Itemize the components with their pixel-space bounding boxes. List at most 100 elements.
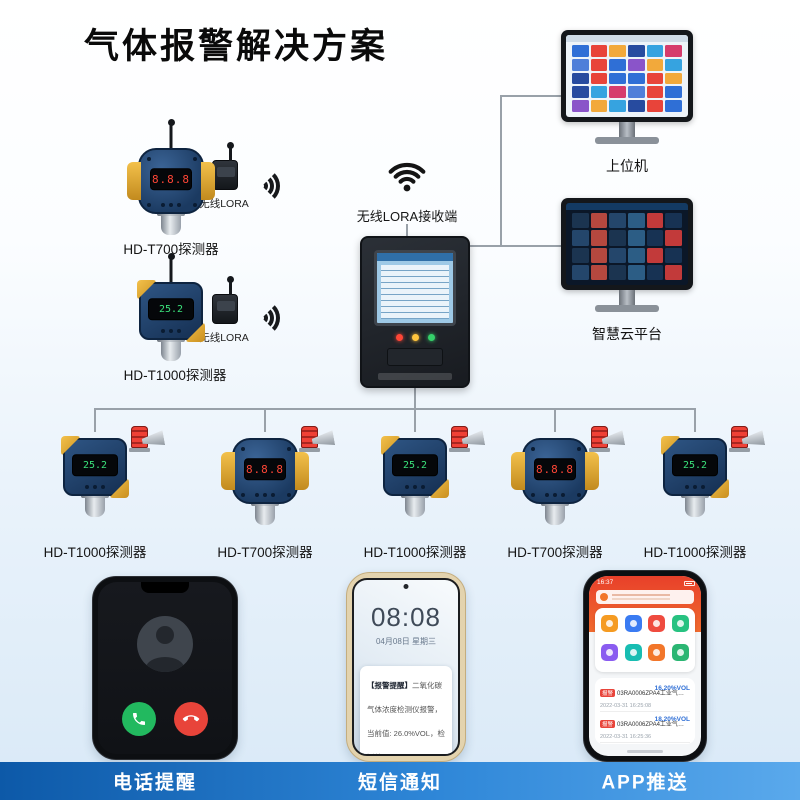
gas-sensor-head bbox=[401, 492, 429, 517]
app-shortcut-card bbox=[595, 608, 695, 672]
alarm-record-list: 报警03RA0006ZPA4工业气体探测器报警16.20%VOL 2022-03… bbox=[595, 678, 695, 744]
controller-status-leds bbox=[362, 334, 468, 341]
lora-module bbox=[212, 142, 238, 190]
alarm-beacon-icon bbox=[299, 426, 320, 452]
footer-item-app: APP推送 bbox=[601, 772, 689, 794]
sms-body: 二氧化碳气体浓度检测仪报警，当前值: 26.0%VOL，检测值: bbox=[367, 681, 445, 754]
home-indicator bbox=[627, 750, 663, 753]
connector-line bbox=[500, 95, 502, 247]
alarm-record: 报警03RA0006ZPA4工业气体探测器报警15.60%VOL 2022-03… bbox=[600, 743, 690, 744]
lora-label: 无线LORA bbox=[199, 198, 249, 210]
controller-brand-strip bbox=[378, 373, 452, 380]
gas-sensor-head bbox=[157, 336, 185, 361]
status-time: 16:37 bbox=[597, 579, 614, 586]
detector-display: 8.8.8 bbox=[150, 168, 192, 191]
sms-title: 【报警提醒】 bbox=[367, 681, 412, 690]
gas-sensor-head bbox=[541, 500, 569, 525]
answer-call-button bbox=[122, 702, 156, 736]
detector-label: HD-T1000探测器 bbox=[43, 545, 147, 560]
connector-line bbox=[264, 408, 266, 432]
sms-notification-card: 【报警提醒】二氧化碳气体浓度检测仪报警，当前值: 26.0%VOL，检测值: 2… bbox=[360, 666, 452, 754]
alarm-tag: 报警 bbox=[600, 719, 616, 728]
connector-line bbox=[554, 408, 556, 432]
cloud-screen-tiles bbox=[572, 213, 682, 280]
gas-sensor-head bbox=[157, 210, 185, 235]
connector-line bbox=[470, 245, 561, 247]
detector-label: HD-T700探测器 bbox=[217, 545, 313, 560]
detector-row-3: 25.2 bbox=[360, 426, 470, 517]
alarm-record: 报警03RA0006ZPA4工业气体探测器报警16.20%VOL 2022-03… bbox=[600, 681, 690, 712]
led-yellow bbox=[411, 334, 419, 341]
lockscreen-time: 08:08 bbox=[370, 602, 442, 632]
wireless-signal-icon bbox=[256, 164, 296, 208]
caller-avatar bbox=[137, 616, 193, 672]
alarm-beacon-icon bbox=[589, 426, 610, 452]
detector-label: HD-T1000探测器 bbox=[123, 368, 227, 383]
front-camera-icon bbox=[403, 584, 409, 589]
footer-bar: 电话提醒 短信通知 APP推送 bbox=[0, 762, 800, 800]
bus-line bbox=[94, 408, 696, 410]
gas-sensor-head bbox=[681, 492, 709, 517]
phone-icon bbox=[132, 713, 145, 725]
battery-icon bbox=[684, 581, 695, 586]
detector-row-2: 8.8.8 bbox=[210, 426, 320, 525]
connector-line bbox=[414, 388, 416, 408]
phone-app-mockup: 16:37 报警03RA0006ZPA4工业气体探测器报警16.20%VOL 2… bbox=[583, 570, 707, 762]
lockscreen-date: 04月08日 星期三 bbox=[375, 637, 437, 646]
alarm-beacon-icon bbox=[129, 426, 150, 452]
controller-keypad bbox=[387, 348, 443, 366]
antenna-icon bbox=[169, 258, 173, 282]
detector-label: HD-T1000探测器 bbox=[363, 545, 467, 560]
detector-display: 8.8.8 bbox=[244, 458, 286, 481]
detector-display: 25.2 bbox=[148, 298, 194, 321]
connector-line bbox=[414, 408, 416, 432]
host-computer-label: 上位机 bbox=[606, 158, 648, 174]
controller-screen bbox=[374, 250, 456, 326]
host-computer: 上位机 bbox=[561, 30, 693, 176]
detector-row-5: 25.2 bbox=[640, 426, 750, 517]
detector-display: 25.2 bbox=[672, 454, 718, 477]
detector-display: 25.2 bbox=[392, 454, 438, 477]
led-red bbox=[395, 334, 403, 341]
footer-item-call: 电话提醒 bbox=[112, 772, 198, 794]
wifi-receiver-icon bbox=[388, 162, 426, 192]
detector-hd-t1000-wireless: 25.2 bbox=[116, 258, 226, 361]
detector-label: HD-T1000探测器 bbox=[643, 545, 747, 560]
connector-line bbox=[694, 408, 696, 432]
host-screen-tiles bbox=[572, 45, 682, 112]
app-banner bbox=[596, 590, 694, 604]
phone-call-mockup bbox=[92, 576, 238, 760]
alarm-beacon-icon bbox=[449, 426, 470, 452]
detector-display: 8.8.8 bbox=[534, 458, 576, 481]
connector-line bbox=[406, 224, 408, 236]
cloud-platform-label: 智慧云平台 bbox=[592, 326, 662, 342]
sms-value: 25.2%VOL。 bbox=[386, 753, 430, 754]
connector-line bbox=[500, 95, 561, 97]
phone-down-icon bbox=[182, 715, 200, 722]
alarm-tag: 报警 bbox=[600, 688, 616, 697]
lora-label: 无线LORA bbox=[199, 332, 249, 344]
alarm-beacon-icon bbox=[729, 426, 750, 452]
decline-call-button bbox=[174, 702, 208, 736]
gas-sensor-head bbox=[81, 492, 109, 517]
antenna-icon bbox=[169, 124, 173, 148]
cloud-platform-monitor: 智慧云平台 bbox=[561, 198, 693, 344]
led-green bbox=[427, 334, 435, 341]
lora-module bbox=[212, 276, 238, 324]
app-icon-grid bbox=[601, 615, 689, 665]
detector-hd-t700-wireless: 8.8.8 bbox=[116, 124, 226, 235]
page-title: 气体报警解决方案 bbox=[84, 27, 389, 66]
footer-item-sms: 短信通知 bbox=[357, 772, 443, 794]
detector-display: 25.2 bbox=[72, 454, 118, 477]
receiver-label: 无线LORA接收端 bbox=[356, 209, 458, 224]
alarm-record: 报警03RA0006ZPA4工业气体探测器报警18.20%VOL 2022-03… bbox=[600, 712, 690, 743]
alarm-controller-cabinet bbox=[360, 236, 470, 388]
detector-row-1: 25.2 bbox=[40, 426, 150, 517]
connector-line bbox=[94, 408, 96, 432]
gas-sensor-head bbox=[251, 500, 279, 525]
phone-sms-mockup: 08:08 04月08日 星期三 【报警提醒】二氧化碳气体浓度检测仪报警，当前值… bbox=[346, 572, 466, 762]
wireless-signal-icon bbox=[256, 296, 296, 340]
phone-notch bbox=[141, 582, 189, 593]
detector-label: HD-T700探测器 bbox=[123, 242, 219, 257]
